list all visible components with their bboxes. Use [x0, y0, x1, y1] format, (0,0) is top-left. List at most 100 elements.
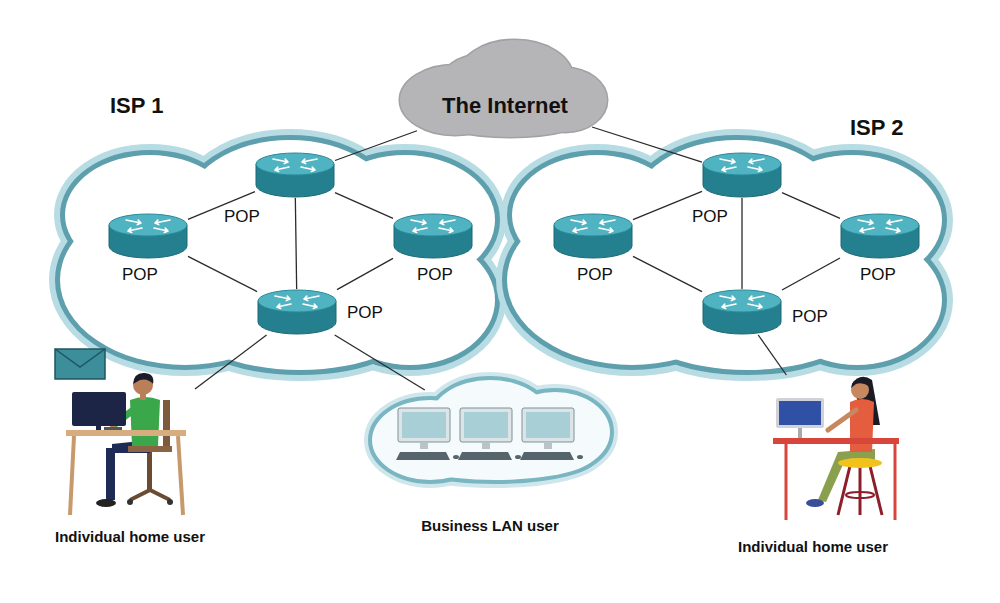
cloud-lobe [372, 400, 488, 480]
monitor-stand [96, 426, 101, 430]
cloud-layer [507, 140, 942, 370]
router-arrow [720, 296, 735, 301]
leg [818, 452, 846, 502]
cloud-lobe [430, 380, 550, 460]
monitor-stand [798, 428, 802, 438]
screen [464, 412, 508, 438]
stool-ring [846, 492, 874, 498]
cloud-lobe [762, 155, 942, 285]
router-arrow [301, 167, 315, 172]
arm [115, 407, 137, 424]
cloud-lobe [315, 155, 495, 285]
monitor-stand [420, 442, 428, 449]
cloud-lobe [430, 93, 590, 137]
pop-router: POP [393, 213, 473, 259]
pop-label: POP [690, 207, 730, 227]
chair-wheel [167, 499, 173, 505]
router-arrow [722, 304, 736, 309]
cloud-lobe [395, 430, 595, 480]
router-top [394, 214, 472, 236]
router-arrow [720, 159, 735, 164]
monitor [522, 408, 574, 442]
pop-label: POP [120, 265, 160, 285]
network-link [335, 193, 393, 219]
cloud-lobe [627, 260, 867, 370]
cloud-layer [372, 380, 610, 480]
network-link [633, 256, 702, 291]
cloud-lobe [632, 140, 842, 280]
shoe [806, 499, 824, 507]
cloud-lobe [180, 260, 420, 370]
router-top [109, 214, 187, 236]
network-link [782, 193, 840, 219]
chair-back [163, 400, 170, 448]
router-icon [553, 213, 633, 259]
keyboard [396, 452, 450, 460]
stool-leg [870, 466, 882, 515]
cloud-lobe [627, 260, 867, 370]
pop-router: POP [553, 213, 633, 259]
monitor [398, 408, 450, 442]
router-arrow [439, 228, 453, 233]
pop-label: POP [858, 265, 898, 285]
router-icon [702, 289, 782, 335]
router-icon [840, 213, 920, 259]
head [133, 375, 153, 395]
head [851, 381, 869, 399]
cloud-lobe [762, 155, 942, 285]
pop-label: POP [575, 265, 615, 285]
shoe [96, 499, 116, 507]
cloud-lobe [185, 140, 395, 280]
router-top [256, 153, 334, 175]
router-icon [255, 152, 335, 198]
router-arrow [155, 220, 170, 225]
cloud-lobe [60, 195, 310, 365]
router-top [554, 214, 632, 236]
router-arrow [887, 220, 902, 225]
router-icon [702, 152, 782, 198]
router-arrow [275, 167, 289, 172]
home-user-figure [773, 377, 899, 520]
network-link [758, 335, 786, 375]
cloud-lobe [500, 392, 610, 472]
cloud-lobe [372, 400, 488, 480]
cloud-lobe [65, 155, 235, 275]
hair [133, 373, 153, 384]
lan-computers [396, 408, 583, 460]
chair-base [130, 490, 170, 500]
pop-label: POP [415, 265, 455, 285]
torso [850, 399, 874, 452]
isp-cloud: POPPOPPOPPOPISP 1 [55, 125, 505, 380]
cloud-lobe [507, 195, 757, 365]
stool-leg [838, 466, 850, 515]
cloud-layer [60, 140, 495, 370]
cloud-layer [400, 40, 607, 137]
cloud-lobe [430, 93, 590, 137]
network-link [295, 198, 296, 289]
router-arrow [440, 220, 455, 225]
router-top [703, 290, 781, 312]
screen [402, 412, 446, 438]
router-arrow [277, 304, 291, 309]
cloud-lobe [65, 155, 235, 275]
stool-seat [838, 458, 882, 468]
email-envelope [55, 349, 105, 379]
cloud-lobe [430, 380, 550, 460]
router-arrow [749, 159, 764, 164]
cloud-lobe [507, 195, 757, 365]
desk-top [66, 430, 186, 436]
user-label: Individual home user [55, 528, 205, 545]
pop-router: POP [702, 289, 782, 335]
keyboard [104, 427, 122, 430]
chair-pole [147, 452, 152, 490]
envelope-flap [55, 349, 105, 367]
hair [851, 379, 869, 388]
hand [110, 423, 116, 429]
pop-router: POP [108, 213, 188, 259]
router-arrow [600, 220, 615, 225]
desk-leg [178, 436, 183, 515]
router-arrow [126, 220, 141, 225]
cloud-lobe [185, 140, 395, 280]
network-link [337, 258, 393, 289]
